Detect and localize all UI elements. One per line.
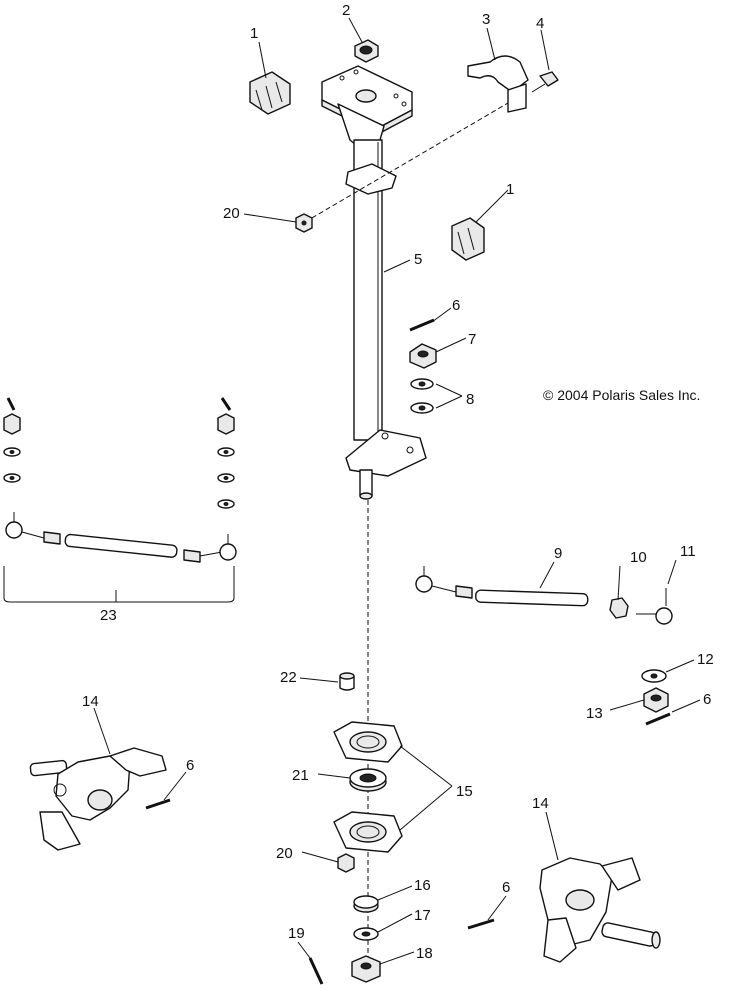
callout-18: 18 [416,945,433,962]
callout-2: 2 [342,2,350,19]
leader-lines [93,17,701,965]
part-9-tie-rod [415,566,589,607]
callout-3: 3 [482,11,490,28]
callout-1-top: 1 [250,25,258,42]
part-14-spindle-right [539,857,661,963]
callout-7: 7 [468,331,476,348]
callout-1-right: 1 [506,181,514,198]
part-1-bushing-top [249,71,291,115]
callout-6-right: 6 [703,691,711,708]
part-11-tie-rod-end [636,588,673,625]
callout-labels: 1 2 3 4 20 1 5 6 7 8 © 2004 Polaris Sale… [82,2,714,962]
callout-14-right: 14 [532,795,549,812]
callout-8: 8 [466,391,474,408]
part-16-spacer [353,895,379,913]
part-7-castle-nut [409,343,437,369]
part-19-pin [308,957,324,985]
part-6-cotter-pin [409,318,435,332]
callout-10: 10 [630,549,647,566]
part-10-jam-nut [609,597,629,619]
part-4-bolt [531,71,559,93]
part-6-cotter-pin-right [645,712,671,726]
callout-20-lower: 20 [276,845,293,862]
left-kit-parts [3,397,235,509]
callout-16: 16 [414,877,431,894]
callout-6-center: 6 [452,297,460,314]
part-3-clamp [467,55,529,113]
part-15-flange-lower [333,811,403,853]
part-21-bearing [349,768,387,792]
part-8-washers [410,378,434,414]
callout-9: 9 [554,545,562,562]
callout-22: 22 [280,669,297,686]
part-12-washer [641,669,667,683]
callout-15: 15 [456,783,473,800]
part-6-cotter-pin-left [145,798,171,810]
part-17-washer [353,927,379,941]
callout-21: 21 [292,767,309,784]
part-15-flange-upper [333,721,403,763]
callout-13: 13 [586,705,603,722]
part-22-bolt [339,672,355,691]
callout-6-bottom: 6 [502,879,510,896]
callout-17: 17 [414,907,431,924]
callout-12: 12 [697,651,714,668]
part-1-bushing-right [451,217,485,261]
callout-23: 23 [100,607,117,624]
part-20-nut-lower [337,853,355,873]
callout-14-left: 14 [82,693,99,710]
callout-6-left: 6 [186,757,194,774]
part-6-cotter-pin-bottom [467,918,495,930]
copyright-notice: © 2004 Polaris Sales Inc. [543,387,700,403]
callout-11: 11 [680,543,696,560]
part-13-castle-nut [643,687,669,713]
part-14-spindle-left [29,747,167,851]
part-18-nut [351,955,381,983]
part-23-tie-rod-assembly [3,512,237,603]
steering-post [321,65,427,500]
callout-20-upper: 20 [223,205,240,222]
part-20-nut-upper [295,213,313,233]
callout-4: 4 [536,15,544,32]
assembly-axis-line-upper [304,95,521,223]
callout-5: 5 [414,251,422,268]
callout-19: 19 [288,925,305,942]
part-2-nut [354,39,379,63]
